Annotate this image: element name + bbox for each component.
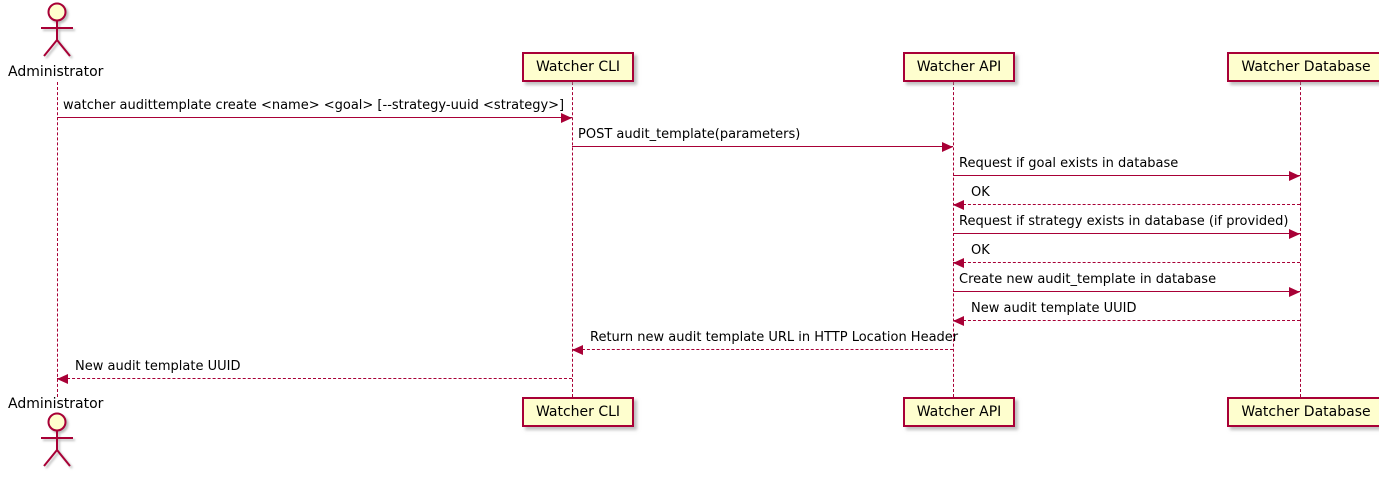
participant-box-watcher-api-bottom: Watcher API (903, 397, 1015, 427)
participant-box-watcher-cli-bottom: Watcher CLI (522, 397, 634, 427)
actor-head (47, 412, 67, 432)
message-text: Create new audit_template in database (959, 272, 1217, 287)
message-line (953, 262, 1300, 263)
actor-administrator-top-icon (41, 2, 73, 57)
participant-box-watcher-cli-top: Watcher CLI (522, 52, 634, 82)
message-arrowhead-icon (561, 113, 572, 123)
participant-box-watcher-api-top: Watcher API (903, 52, 1015, 82)
message-line (57, 117, 572, 118)
message-text: New audit template UUID (971, 301, 1137, 316)
message-text: Request if goal exists in database (959, 156, 1179, 171)
message-text: OK (971, 243, 990, 258)
message-line (953, 291, 1300, 292)
message-text: Request if strategy exists in database (… (959, 214, 1289, 229)
actor-label-bottom: Administrator (8, 396, 104, 412)
message-arrowhead-icon (953, 200, 964, 210)
message-arrowhead-icon (1289, 171, 1300, 181)
message-arrowhead-icon (1289, 229, 1300, 239)
participant-box-watcher-database-bottom: Watcher Database (1227, 397, 1379, 427)
message-arrowhead-icon (953, 316, 964, 326)
participant-box-watcher-database-top: Watcher Database (1227, 52, 1379, 82)
message-line (953, 175, 1300, 176)
lifeline-administrator (57, 82, 58, 397)
message-arrowhead-icon (572, 345, 583, 355)
message-line (953, 233, 1300, 234)
message-line (953, 204, 1300, 205)
message-text: New audit template UUID (75, 359, 241, 374)
actor-administrator-bottom-icon (41, 412, 73, 467)
message-text: POST audit_template(parameters) (578, 127, 801, 142)
message-arrowhead-icon (942, 142, 953, 152)
actor-label-top: Administrator (8, 64, 104, 80)
actor-head (47, 2, 67, 22)
message-text: Return new audit template URL in HTTP Lo… (590, 330, 959, 345)
message-arrowhead-icon (953, 258, 964, 268)
message-arrowhead-icon (57, 374, 68, 384)
message-line (57, 378, 572, 379)
lifeline-watcher-cli (572, 82, 573, 397)
message-text: watcher audittemplate create <name> <goa… (63, 98, 565, 113)
message-text: OK (971, 185, 990, 200)
message-line (572, 146, 953, 147)
lifeline-watcher-api (953, 82, 954, 397)
lifeline-watcher-database (1300, 82, 1301, 397)
message-arrowhead-icon (1289, 287, 1300, 297)
message-line (953, 320, 1300, 321)
message-line (572, 349, 953, 350)
